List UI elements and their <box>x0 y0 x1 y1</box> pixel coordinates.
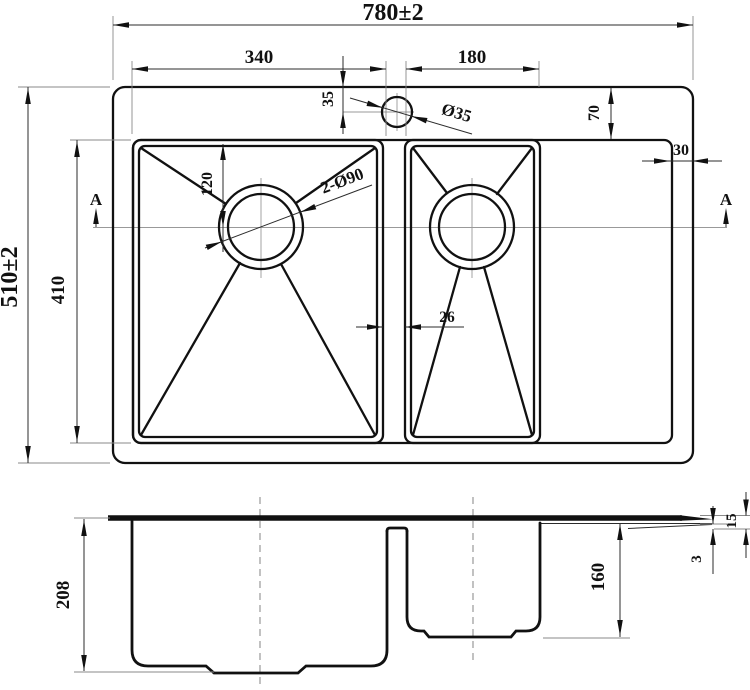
dim-overall-depth-label: 510±2 <box>0 246 23 307</box>
sink-outer-edge <box>111 85 695 465</box>
section-view: 208 160 15 3 <box>53 492 750 687</box>
dim-top-margin-label: 70 <box>586 105 603 121</box>
left-drain-rim <box>217 183 305 271</box>
dim-divider-width: 26 <box>356 309 464 330</box>
left-bowl-profile <box>130 519 389 675</box>
dim-right-bowl-depth: 160 <box>543 523 630 639</box>
rim-lip-line <box>627 524 713 529</box>
dim-right-bowl-width-label: 180 <box>458 47 487 68</box>
dim-rim-lip: 3 <box>689 506 728 574</box>
left-bowl-outer <box>131 138 385 445</box>
right-bowl-corner-lines <box>411 146 534 437</box>
right-bowl-inner <box>409 144 536 439</box>
dim-drain-diameter-label: 2-Ø90 <box>318 164 366 197</box>
right-drain-rim <box>428 183 516 271</box>
left-bowl-corner-lines <box>139 146 377 437</box>
dim-right-bowl-width: 180 <box>405 47 540 136</box>
dim-faucet-diameter-label: Ø35 <box>439 99 473 126</box>
dim-right-margin: 30 <box>642 142 722 164</box>
dim-bowl-depth-plan: 410 <box>48 139 131 444</box>
dim-top-margin: 70 <box>586 88 614 139</box>
dim-rim-height: 15 <box>700 492 750 558</box>
dim-drain-offset: 120 <box>199 144 226 252</box>
section-marker-left-label: A <box>90 190 103 209</box>
right-bowl-profile <box>405 521 542 639</box>
left-drain-hole <box>226 192 296 262</box>
left-bowl-inner <box>137 144 379 439</box>
dim-rim-lip-label: 3 <box>689 555 705 563</box>
dim-overall-height: 208 <box>53 517 214 673</box>
section-marker-right-label: A <box>720 190 733 209</box>
dim-left-bowl-width-label: 340 <box>245 47 274 68</box>
dim-faucet-diameter: Ø35 <box>349 97 474 135</box>
dim-overall-height-label: 208 <box>53 581 74 610</box>
dim-rim-height-label: 15 <box>724 514 740 529</box>
dim-right-margin-label: 30 <box>673 142 689 159</box>
counter-top-taper <box>680 515 713 521</box>
dim-bowl-depth-plan-label: 410 <box>48 276 69 305</box>
section-marker-left: A <box>90 190 103 227</box>
dim-faucet-offset-label: 35 <box>320 91 337 107</box>
dim-drain-offset-label: 120 <box>199 172 216 196</box>
dim-overall-width: 780±2 <box>112 0 694 80</box>
dim-divider-width-label: 26 <box>439 309 455 326</box>
dim-faucet-offset: 35 <box>320 56 346 134</box>
right-drain-hole <box>437 192 507 262</box>
dim-left-bowl-width: 340 <box>131 47 387 136</box>
divider-top <box>385 526 409 533</box>
dim-overall-depth: 510±2 <box>0 86 110 464</box>
dim-right-bowl-depth-label: 160 <box>588 563 609 592</box>
plan-view: 780±2 340 180 35 <box>0 0 733 465</box>
faucet-hole <box>380 95 414 129</box>
section-marker-right: A <box>720 190 733 227</box>
dim-overall-width-label: 780±2 <box>362 0 423 26</box>
right-bowl-outer <box>403 138 542 445</box>
